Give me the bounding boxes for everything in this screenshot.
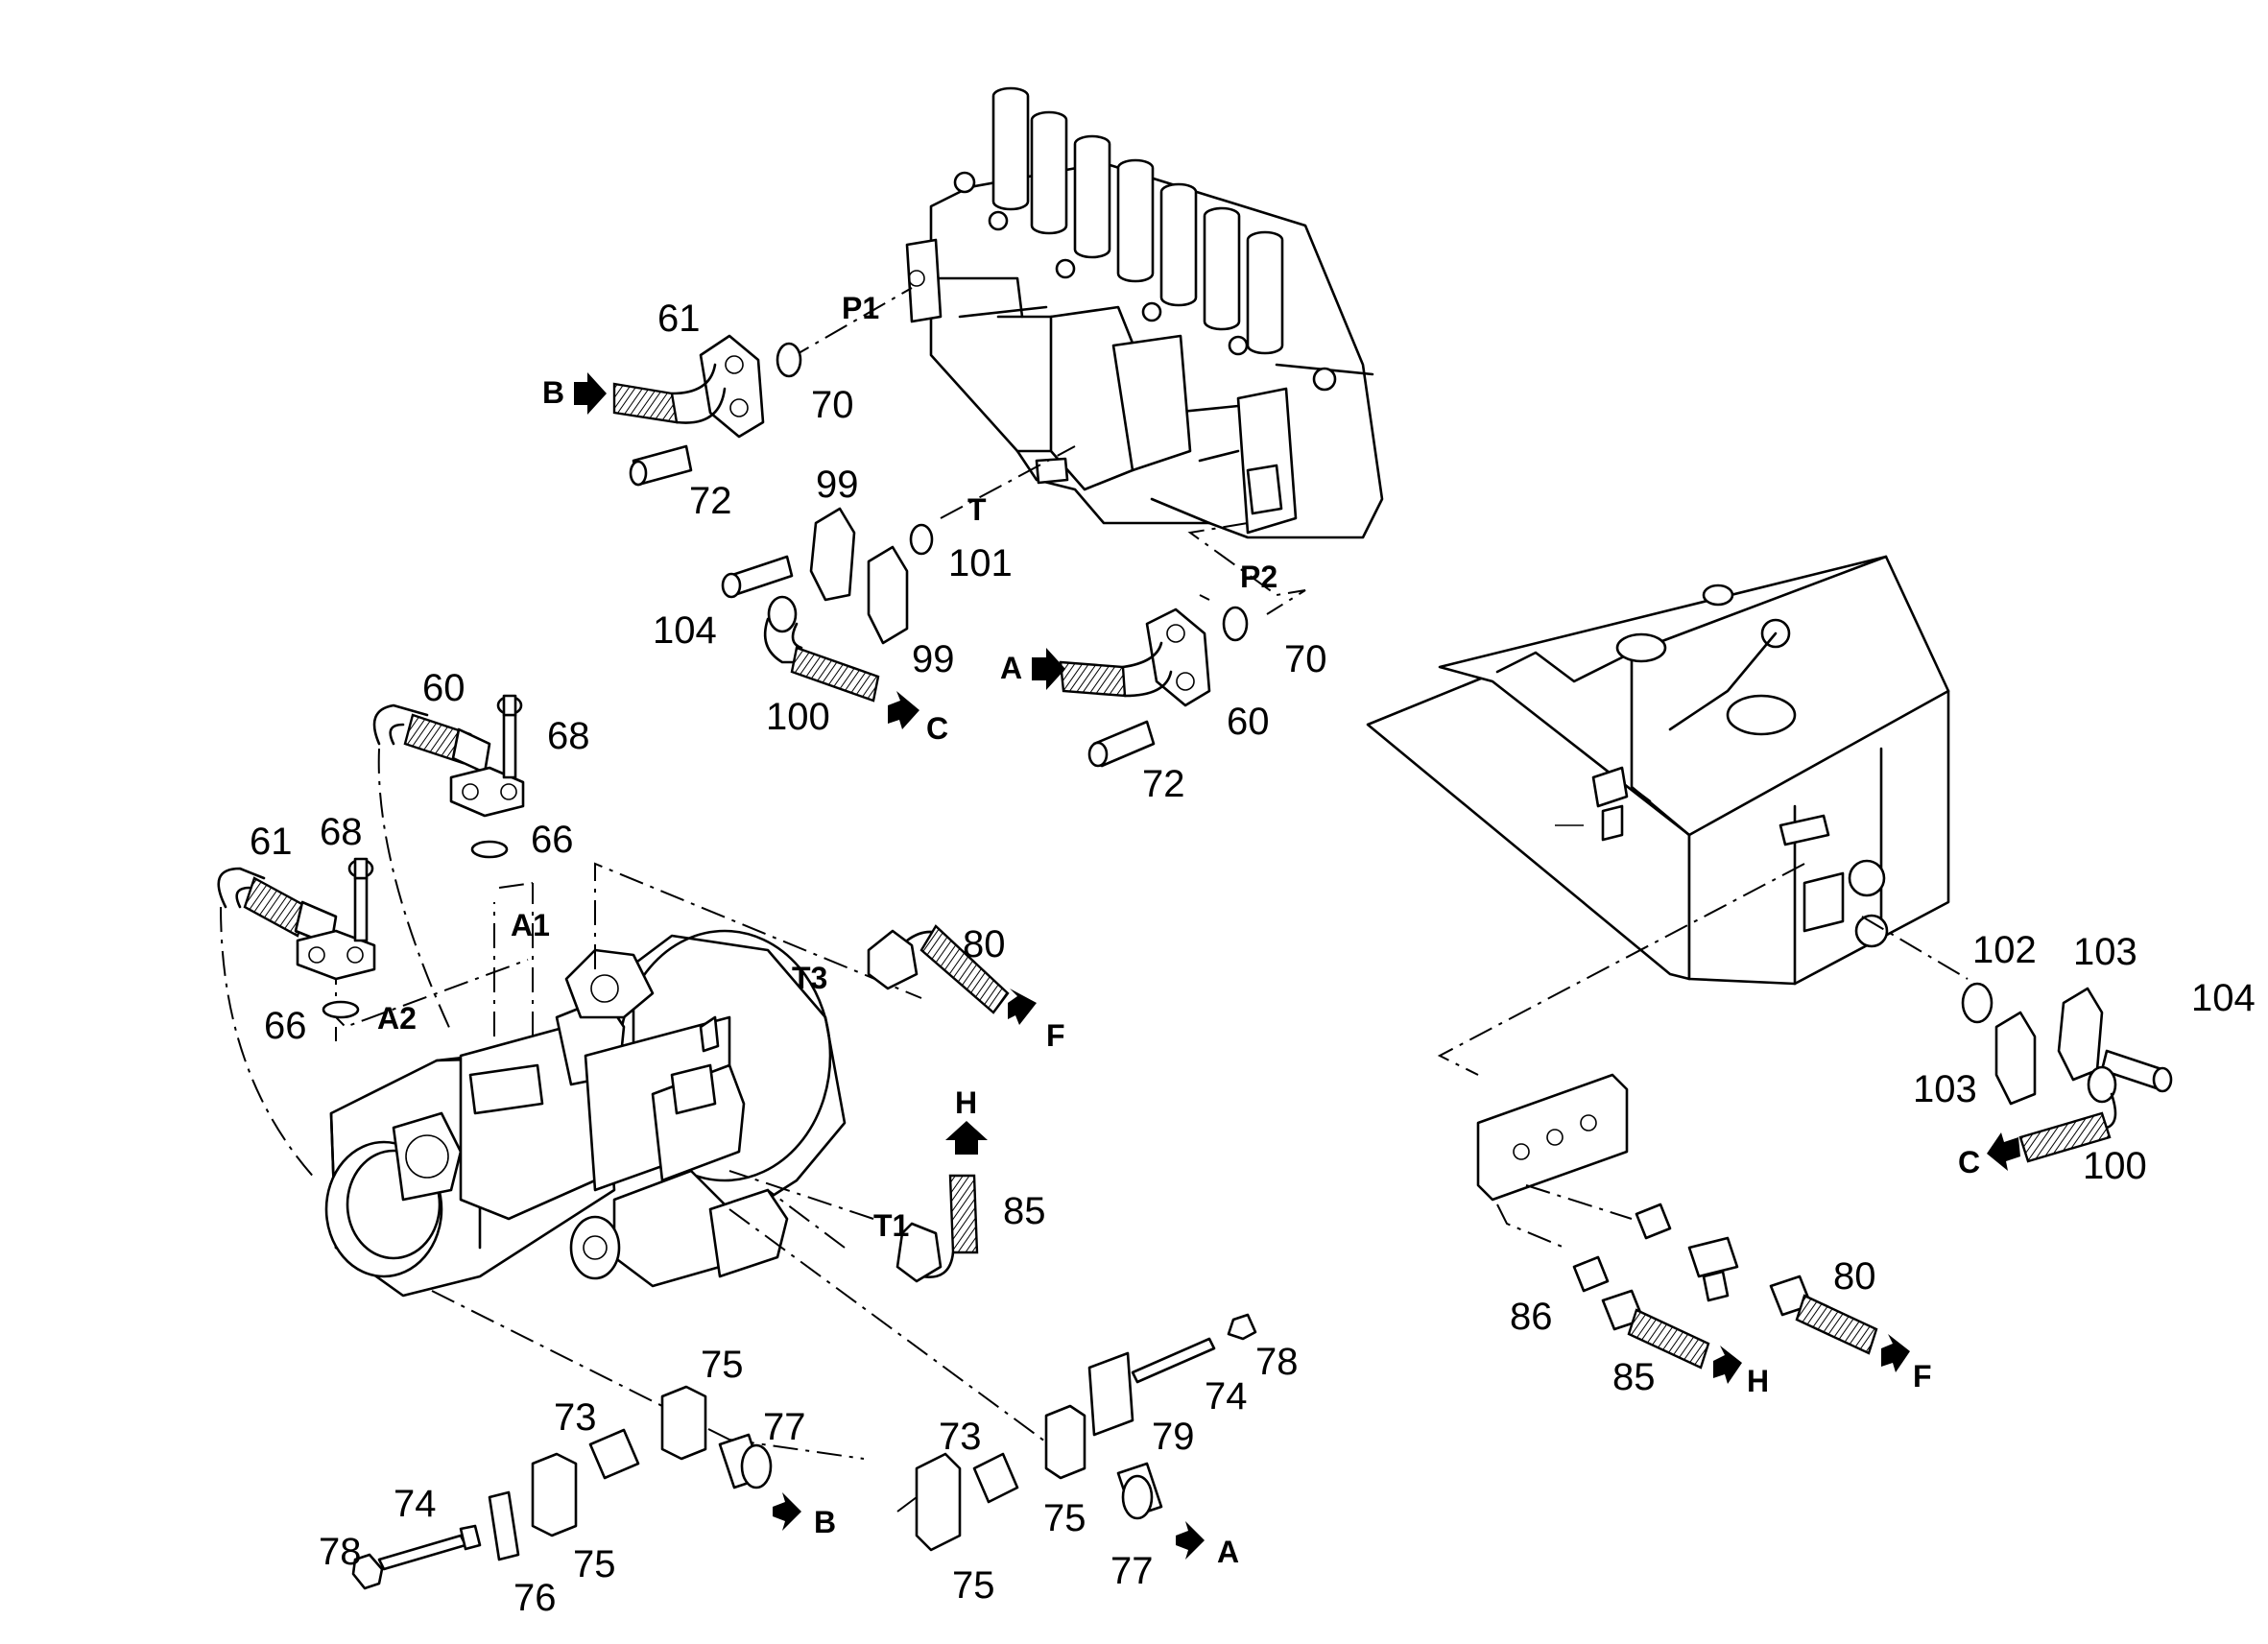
callout-77-b: 77 xyxy=(1110,1550,1154,1592)
callout-75-a: 75 xyxy=(701,1344,744,1386)
o-ring-66-b xyxy=(322,1000,360,1019)
flow-arrow-F-right xyxy=(1881,1334,1910,1372)
port-label-T3: T3 xyxy=(792,961,827,995)
fitting-86 xyxy=(1572,1203,1672,1293)
flow-letter-C-right: C xyxy=(1958,1145,1980,1179)
port-label-T1: T1 xyxy=(873,1208,909,1243)
callout-103-b: 103 xyxy=(1913,1068,1977,1110)
callout-60-mid: 60 xyxy=(1227,701,1270,743)
callout-101: 101 xyxy=(948,542,1013,584)
callout-85-right: 85 xyxy=(1612,1356,1656,1398)
callout-60-left: 60 xyxy=(422,667,466,709)
mounting-plate xyxy=(1476,1073,1629,1202)
hydraulic-pump-assembly xyxy=(324,929,847,1298)
o-ring-101 xyxy=(909,523,934,556)
hose-assembly-60-mid xyxy=(1059,608,1211,768)
callout-104-top: 104 xyxy=(653,609,717,652)
callout-99-b: 99 xyxy=(912,638,955,680)
callout-75-c: 75 xyxy=(1043,1497,1086,1539)
port-label-A1: A1 xyxy=(511,908,550,942)
callout-75-d: 75 xyxy=(952,1564,995,1607)
flow-arrow-F-mid xyxy=(1008,989,1037,1025)
clamp-assembly-right xyxy=(915,1313,1257,1552)
solenoid-cylinders xyxy=(991,86,1284,355)
flow-arrow-H-right xyxy=(1713,1346,1742,1384)
callout-61-top: 61 xyxy=(657,298,701,340)
callout-99-a: 99 xyxy=(816,464,859,506)
callout-80-right: 80 xyxy=(1833,1255,1876,1298)
callout-86: 86 xyxy=(1510,1296,1553,1338)
callout-numbers: 61 70 72 99 101 104 99 100 70 60 72 60 6… xyxy=(250,298,2256,1619)
flow-letter-H-right: H xyxy=(1747,1364,1769,1398)
flow-letter-F-mid: F xyxy=(1046,1018,1065,1053)
flow-letter-B-bottom: B xyxy=(814,1505,836,1539)
callout-77-a: 77 xyxy=(763,1406,806,1448)
callout-70-mid: 70 xyxy=(1284,638,1327,680)
callout-79: 79 xyxy=(1152,1416,1195,1458)
hose-80-mid xyxy=(867,924,1010,1014)
callout-72-top: 72 xyxy=(689,480,732,522)
callout-78-b: 78 xyxy=(1255,1341,1299,1383)
flow-arrow-A-mid xyxy=(1032,648,1065,690)
hose-85-right xyxy=(1601,1289,1710,1370)
callout-100-top: 100 xyxy=(766,696,830,738)
hose-80-right xyxy=(1769,1275,1878,1355)
callout-100-right: 100 xyxy=(2083,1145,2147,1187)
split-flange-103 xyxy=(1994,987,2104,1106)
o-ring-70-mid xyxy=(1222,606,1249,642)
callout-104-right: 104 xyxy=(2191,977,2256,1019)
tee-fitting xyxy=(1687,1236,1739,1302)
callout-66-a: 66 xyxy=(531,819,574,861)
o-ring-70-top xyxy=(776,342,802,378)
callout-68-b: 68 xyxy=(320,811,363,853)
flow-arrow-A-bottom xyxy=(1176,1521,1205,1560)
callout-68-a: 68 xyxy=(547,715,590,757)
flow-letters: B A C F H B A C H F xyxy=(542,375,1980,1569)
callout-74-b: 74 xyxy=(1205,1375,1248,1418)
flow-letter-A-mid: A xyxy=(1000,651,1022,685)
flow-letter-B-top: B xyxy=(542,375,564,410)
callout-102: 102 xyxy=(1972,929,2037,971)
callout-76: 76 xyxy=(513,1577,557,1619)
callout-66-b: 66 xyxy=(264,1005,307,1047)
callout-78-a: 78 xyxy=(319,1531,362,1573)
port-labels: P1 T P2 A1 A2 T3 T1 xyxy=(377,291,1277,1243)
callout-72-mid: 72 xyxy=(1142,763,1185,805)
flow-arrow-B-bottom xyxy=(773,1492,801,1531)
port-label-T: T xyxy=(967,492,987,527)
hose-assembly-60-left xyxy=(372,694,525,818)
callout-70-top: 70 xyxy=(811,384,854,426)
flow-letter-A-bottom: A xyxy=(1217,1535,1239,1569)
port-label-P2: P2 xyxy=(1240,560,1277,594)
callout-80-mid: 80 xyxy=(963,923,1006,965)
flow-arrow-H-mid xyxy=(945,1121,988,1155)
port-label-A2: A2 xyxy=(377,1001,417,1036)
flow-arrow-C-top xyxy=(888,691,919,729)
callout-61-left: 61 xyxy=(250,821,293,863)
flow-arrow-C-right xyxy=(1987,1132,2020,1171)
control-valve-block xyxy=(905,86,1384,539)
o-ring-66-a xyxy=(470,840,509,859)
hose-100-top xyxy=(763,595,880,703)
clamp-assembly-left xyxy=(351,1385,773,1590)
hose-85-mid xyxy=(895,1174,979,1283)
callout-73-a: 73 xyxy=(554,1396,597,1439)
flow-letter-H-mid: H xyxy=(955,1085,977,1120)
callout-103-a: 103 xyxy=(2073,931,2137,973)
port-label-P1: P1 xyxy=(842,291,879,325)
hose-assembly-61-left xyxy=(217,857,376,981)
flow-letter-C-top: C xyxy=(926,711,948,746)
flow-arrow-B-top xyxy=(574,372,607,415)
hose-100-right xyxy=(2018,1065,2117,1163)
callout-73-b: 73 xyxy=(939,1416,982,1458)
hydraulic-tank xyxy=(1366,555,1950,986)
callout-85-mid: 85 xyxy=(1003,1190,1046,1232)
o-ring-102 xyxy=(1961,982,1993,1024)
hose-assembly-61-top xyxy=(612,334,765,487)
split-flange-99 xyxy=(809,507,909,645)
callout-75-b: 75 xyxy=(573,1543,616,1585)
flow-letter-F-right: F xyxy=(1913,1359,1932,1394)
callout-74-a: 74 xyxy=(394,1483,437,1525)
